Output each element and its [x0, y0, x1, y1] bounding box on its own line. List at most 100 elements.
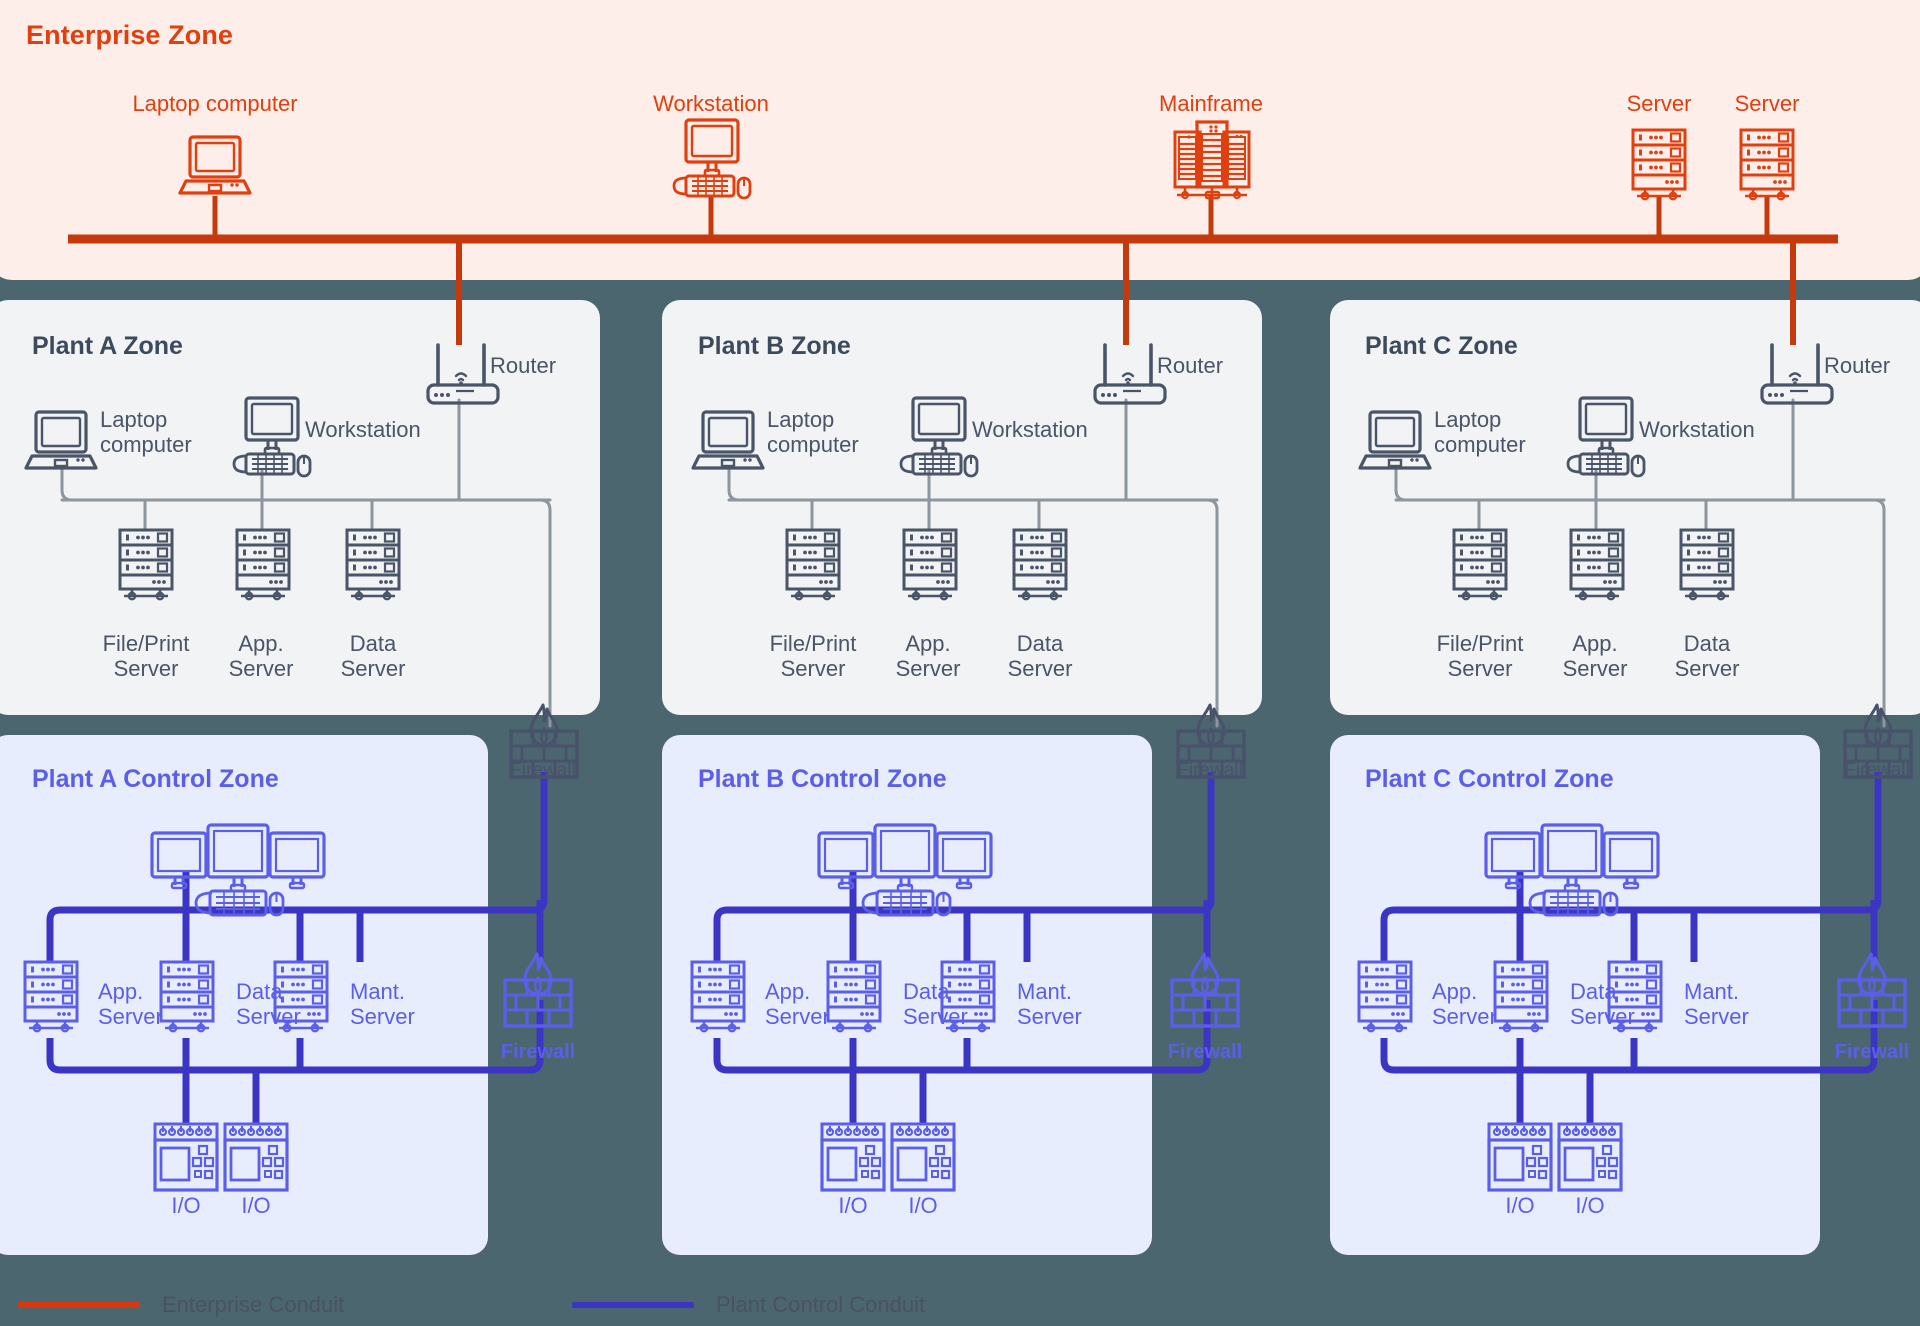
io-label: I/O: [171, 1193, 201, 1218]
legend: Enterprise Conduit Plant Control Conduit: [0, 1286, 1920, 1326]
server-label: Mant. Server: [1684, 979, 1749, 1029]
workstation-icon: [232, 396, 312, 478]
multi-monitor-workstation-icon: [150, 823, 326, 917]
workstation-icon: [899, 396, 979, 478]
laptop-label: Laptop computer: [1434, 407, 1526, 457]
server-icon: [1569, 528, 1625, 601]
server-label: App. Server: [1562, 631, 1628, 681]
legend-swatch-control: [572, 1302, 694, 1308]
server-label: Data Server: [903, 979, 968, 1029]
server-icon: [1631, 128, 1687, 201]
server-label: Data Server: [1674, 631, 1740, 681]
io-label: I/O: [1575, 1193, 1605, 1218]
laptop-icon: [691, 410, 765, 470]
server-icon: [1357, 960, 1413, 1033]
firewall-icon: [1170, 952, 1240, 1028]
server-label: File/Print Server: [1436, 631, 1524, 681]
laptop-label: Laptop computer: [767, 407, 859, 457]
server-label: File/Print Server: [102, 631, 190, 681]
enterprise-node-label: Server: [1734, 91, 1800, 116]
enterprise-node-label: Workstation: [653, 91, 769, 116]
legend-swatch-enterprise: [18, 1302, 140, 1308]
server-icon: [118, 528, 174, 601]
firewall-label: Firewall: [510, 760, 576, 781]
router-label: Router: [490, 353, 557, 378]
plant-c-zone-card: [1330, 300, 1920, 715]
laptop-label: Laptop computer: [100, 407, 192, 457]
legend-item-plant-control-conduit: Plant Control Conduit: [572, 1292, 925, 1318]
router-icon: [1093, 343, 1167, 405]
server-icon: [1679, 528, 1735, 601]
io-module-icon: [1557, 1122, 1623, 1192]
enterprise-zone-card: [0, 0, 1920, 280]
firewall-label: Firewall: [500, 1041, 576, 1063]
server-icon: [1493, 960, 1549, 1033]
server-label: App. Server: [1432, 979, 1497, 1029]
plant-b-control-zone-title: Plant B Control Zone: [698, 765, 947, 793]
server-label: File/Print Server: [769, 631, 857, 681]
server-label: App. Server: [765, 979, 830, 1029]
plant-a-zone-card: [0, 300, 600, 715]
server-icon: [826, 960, 882, 1033]
workstation-label: Workstation: [972, 417, 1088, 442]
plant-b-zone-title: Plant B Zone: [698, 332, 851, 360]
server-label: App. Server: [98, 979, 163, 1029]
server-label: Data Server: [1007, 631, 1073, 681]
router-icon: [1760, 343, 1834, 405]
enterprise-zone-title: Enterprise Zone: [26, 20, 234, 50]
router-icon: [426, 343, 500, 405]
firewall-label: Firewall: [1177, 760, 1243, 781]
plant-a-zone-title: Plant A Zone: [32, 332, 183, 360]
plant-a-control-zone-card: [0, 735, 488, 1255]
server-label: Data Server: [1570, 979, 1635, 1029]
plant-c-control-zone-title: Plant C Control Zone: [1365, 765, 1614, 793]
multi-monitor-workstation-icon: [1484, 823, 1660, 917]
server-label: Mant. Server: [1017, 979, 1082, 1029]
server-icon: [23, 960, 79, 1033]
plant-a-control-zone-title: Plant A Control Zone: [32, 765, 279, 793]
plant-c-zone-title: Plant C Zone: [1365, 332, 1518, 360]
server-icon: [159, 960, 215, 1033]
laptop-icon: [1358, 410, 1432, 470]
io-label: I/O: [838, 1193, 868, 1218]
workstation-icon: [1566, 396, 1646, 478]
workstation-label: Workstation: [305, 417, 421, 442]
firewall-label: Firewall: [1834, 1041, 1910, 1063]
legend-item-enterprise-conduit: Enterprise Conduit: [18, 1292, 344, 1318]
router-label: Router: [1157, 353, 1224, 378]
io-module-icon: [820, 1122, 886, 1192]
firewall-label: Firewall: [1167, 1041, 1243, 1063]
enterprise-icons: [178, 118, 1795, 201]
io-module-icon: [1487, 1122, 1553, 1192]
firewall-icon: [503, 952, 573, 1028]
io-module-icon: [153, 1122, 219, 1192]
server-label: App. Server: [895, 631, 961, 681]
server-icon: [1739, 128, 1795, 201]
server-label: Data Server: [340, 631, 406, 681]
io-label: I/O: [908, 1193, 938, 1218]
server-icon: [235, 528, 291, 601]
server-label: Mant. Server: [350, 979, 415, 1029]
enterprise-node-label: Mainframe: [1159, 91, 1263, 116]
server-label: Data Server: [236, 979, 301, 1029]
workstation-icon: [672, 118, 752, 200]
laptop-icon: [178, 135, 252, 195]
server-icon: [690, 960, 746, 1033]
workstation-label: Workstation: [1639, 417, 1755, 442]
server-icon: [345, 528, 401, 601]
io-label: I/O: [1505, 1193, 1535, 1218]
plant-b-zone-card: [662, 300, 1262, 715]
server-label: App. Server: [228, 631, 294, 681]
server-icon: [1012, 528, 1068, 601]
io-label: I/O: [241, 1193, 271, 1218]
server-icon: [785, 528, 841, 601]
server-icon: [902, 528, 958, 601]
plant-zone-icons: [24, 343, 1834, 601]
legend-label: Plant Control Conduit: [716, 1292, 926, 1317]
laptop-icon: [24, 410, 98, 470]
server-icon: [1452, 528, 1508, 601]
enterprise-node-label: Laptop computer: [132, 91, 298, 116]
io-module-icon: [223, 1122, 289, 1192]
